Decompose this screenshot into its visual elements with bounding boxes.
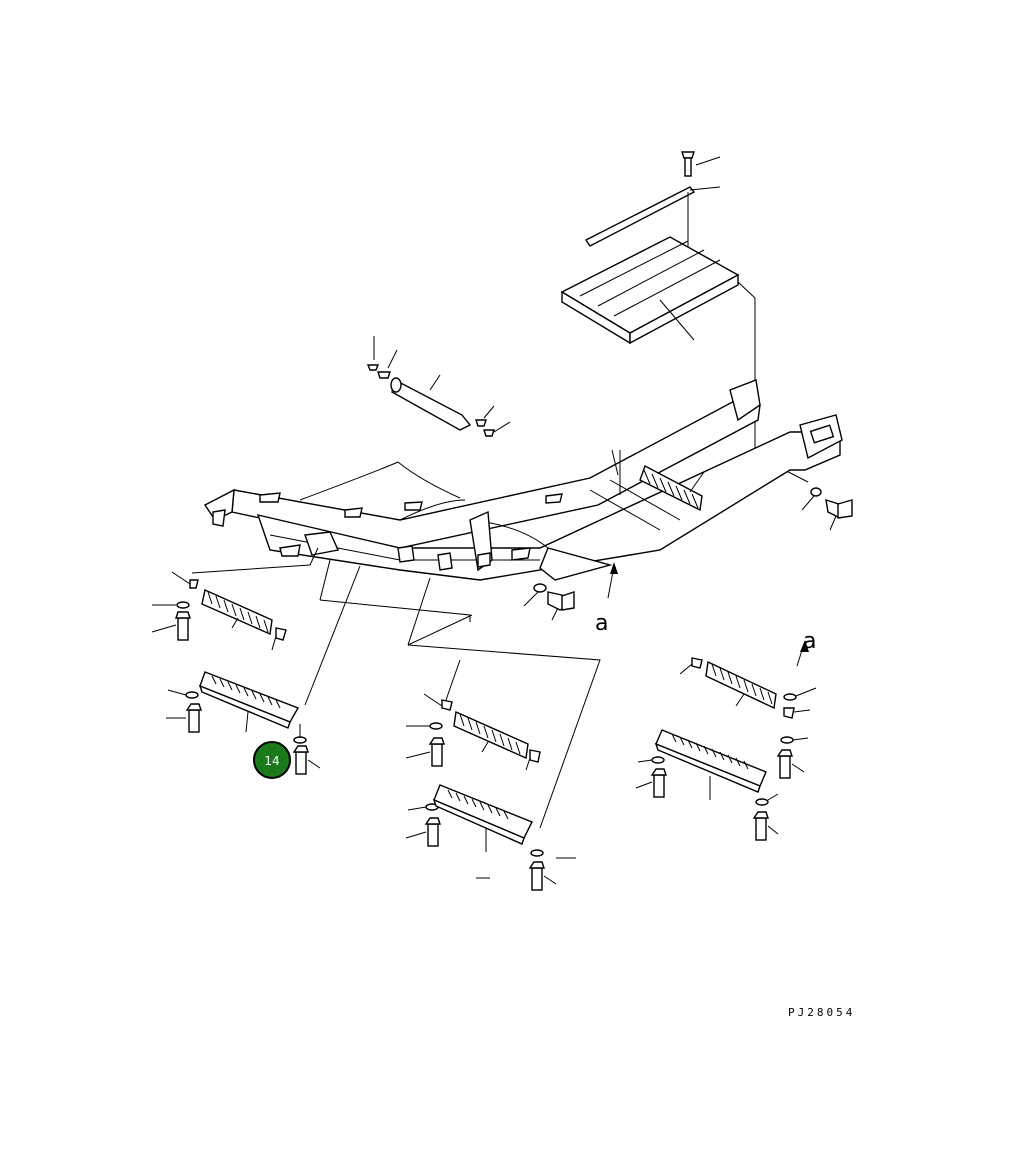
pin-assembly (366, 336, 511, 437)
right-step-group (635, 657, 817, 841)
left-step-group (151, 571, 321, 775)
right-bolt (801, 487, 853, 531)
top-bolt (681, 151, 721, 177)
center-bolt (523, 583, 575, 621)
reference-mark-2: a (803, 629, 816, 654)
reference-arrow-2: a (796, 629, 816, 667)
callout-number: 14 (264, 754, 279, 768)
drawing-code: PJ28054 (788, 1006, 855, 1019)
reference-arrow-1: a (595, 562, 618, 636)
main-frame (203, 379, 843, 581)
reference-mark-1: a (595, 611, 608, 636)
frame-spring (639, 465, 705, 512)
strip-plate (584, 186, 721, 250)
center-step-group (405, 693, 576, 891)
step-plate (560, 236, 809, 483)
group-leader-lines (191, 547, 601, 829)
part-callout-14[interactable]: 14 (253, 741, 291, 779)
